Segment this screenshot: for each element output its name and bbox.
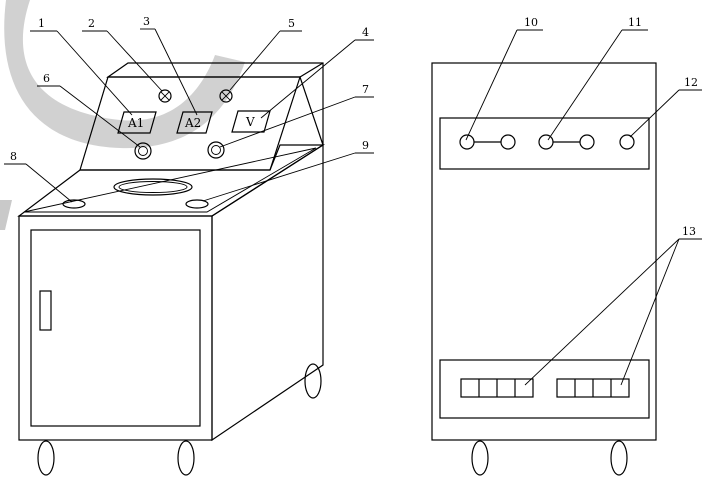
caster-front-right: [177, 440, 195, 476]
terminal-block-right: [556, 378, 630, 398]
meter-v-label: V: [245, 115, 255, 129]
callout-13: 13: [682, 225, 696, 238]
callout-7: 7: [362, 83, 369, 96]
deck-hole-9: [185, 199, 209, 209]
callout-12: 12: [684, 76, 698, 89]
callout-4: 2: [88, 17, 95, 30]
watermark-stroke: [0, 200, 12, 230]
terminal-12: [619, 134, 635, 150]
rear-cabinet: [431, 62, 657, 441]
cabinet-side-face: [211, 143, 324, 442]
caster-front-left: [37, 440, 55, 476]
rear-lower-panel: [439, 359, 650, 419]
top-deck: [17, 144, 326, 217]
top-opening-inner: [118, 181, 188, 193]
callouts: 1 3 4 2 5 6 7 8 9 10: [4, 15, 702, 386]
callout-9: 9: [362, 139, 369, 152]
meter-a1: [117, 111, 157, 134]
callout-11: 11: [628, 16, 642, 29]
knob-7-icon: [207, 141, 225, 159]
knob-6-icon: [134, 142, 152, 160]
meter-a2: [176, 111, 213, 134]
meter-a1-label: A1: [127, 116, 144, 130]
rear-upper-panel: [439, 117, 650, 170]
panel-top-rim: [106, 62, 324, 146]
callout-5: 5: [288, 17, 295, 30]
callout-2: 3: [143, 15, 150, 28]
cabinet-door: [30, 229, 201, 427]
meter-v: [231, 110, 271, 133]
rear-view: [431, 62, 657, 476]
terminal-pair-11: [538, 134, 595, 150]
meter-a2-label: A2: [184, 116, 201, 130]
callout-3: 4: [362, 26, 369, 39]
top-opening-outer: [113, 178, 193, 196]
watermark-swoosh: [4, 0, 245, 149]
deck-hole-8: [62, 199, 86, 209]
callout-6: 6: [43, 72, 50, 85]
rear-caster-right: [610, 440, 628, 476]
caster-rear-right: [304, 363, 322, 399]
cabinet-front-face: [18, 215, 213, 441]
callout-8: 8: [10, 150, 17, 163]
callout-1: 1: [38, 17, 45, 30]
callout-10: 10: [524, 16, 538, 29]
rear-caster-left: [471, 440, 489, 476]
indicator-lamp-5-icon: [219, 89, 233, 103]
front-view: A1 A2 V: [17, 62, 326, 476]
panel-rim-edge: [299, 62, 324, 78]
door-handle: [39, 290, 52, 331]
indicator-lamp-4-icon: [158, 89, 172, 103]
terminal-block-left: [460, 378, 534, 398]
terminal-pair-10: [459, 134, 516, 150]
